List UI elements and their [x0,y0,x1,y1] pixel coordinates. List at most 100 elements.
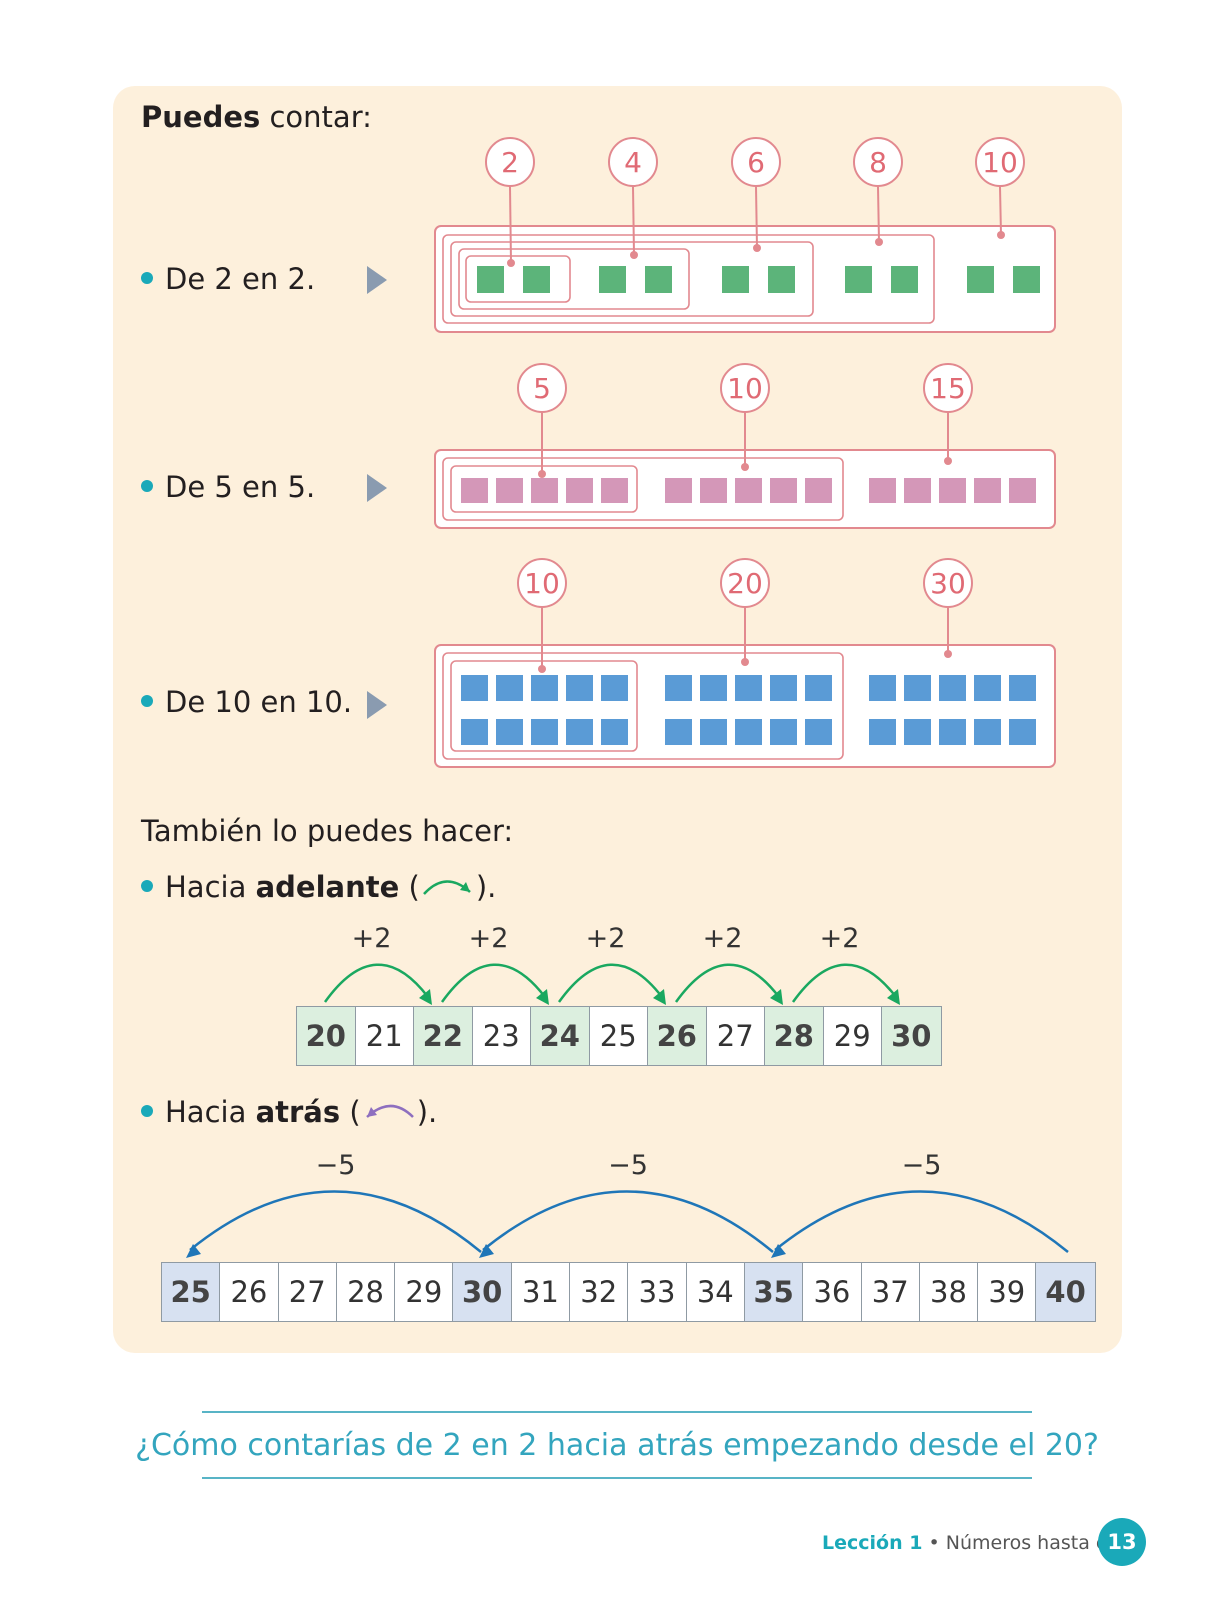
number-cell: 28 [336,1263,396,1321]
bullet-icon [141,272,153,284]
number-cell: 34 [686,1263,745,1321]
bullet-icon [141,880,153,892]
number-cell: 22 [414,1007,473,1065]
blue-block [974,675,1001,701]
marker-10-20-label: 20 [727,567,763,600]
forward-jump-arrowhead [653,989,666,1005]
number-cell: 32 [570,1263,629,1321]
skip-10-label: De 10 en 10. [141,685,352,719]
backward-jump-arc [774,1190,1069,1253]
number-cell: 37 [861,1263,920,1321]
backward-jump-arc [482,1190,774,1253]
forward-heading: Hacia adelante (). [141,870,496,904]
number-cell: 40 [1036,1263,1095,1321]
forward-jump-arrowhead [887,989,900,1005]
blue-block [566,675,593,701]
blue-block [461,675,488,701]
marker-10-20-dot [741,658,749,666]
number-cell: 27 [706,1007,765,1065]
blue-block [461,719,488,745]
pink-block [700,478,727,503]
blue-block [700,675,727,701]
number-cell: 29 [823,1007,882,1065]
pink-block [805,478,832,503]
marker-2-2-line [509,186,512,264]
pink-block [974,478,1001,503]
backward-jump-arrowhead [479,1244,494,1258]
skip-5-frame-10 [442,457,844,521]
blue-block [869,719,896,745]
backward-heading: Hacia atrás (). [141,1095,437,1129]
marker-10-10-dot [538,665,546,673]
marker-2-2-dot [507,259,515,267]
green-block [599,266,626,293]
green-block [1013,266,1040,293]
green-block [645,266,672,293]
pink-block [939,478,966,503]
number-cell: 30 [453,1263,512,1321]
backward-jumps: −5−5−5 [186,1150,1069,1258]
forward-jump-label: +2 [586,923,626,954]
blue-block [805,719,832,745]
marker-2-8-dot [875,238,883,246]
backward-jump-arc [189,1190,482,1253]
blue-block [939,675,966,701]
green-block [477,266,504,293]
backward-jump-label: −5 [316,1150,356,1181]
backward-jump-arrowhead [771,1244,786,1258]
marker-10-10-label: 10 [524,567,560,600]
number-cell: 25 [162,1263,221,1321]
number-cell: 33 [628,1263,687,1321]
skip-2-frame-2 [465,255,571,303]
pink-block [770,478,797,503]
forward-jump-label: +2 [703,923,743,954]
green-block [891,266,918,293]
marker-5-10-label: 10 [727,372,763,405]
blue-block [735,719,762,745]
marker-2-8-label: 8 [869,146,887,179]
forward-jump-arc [791,963,897,1003]
backward-arrow-icon [365,1104,414,1118]
page-number: 13 [1098,1518,1146,1566]
pink-block [869,478,896,503]
blue-block [496,719,523,745]
marker-2-10-circle [975,137,1025,187]
skip-10-frame-10 [450,660,638,752]
blue-block [939,719,966,745]
number-cell: 26 [220,1263,279,1321]
marker-2-6-dot [753,244,761,252]
number-cell: 21 [355,1007,414,1065]
number-cell: 39 [978,1263,1037,1321]
marker-10-30-dot [944,650,952,658]
skip-5-label: De 5 en 5. [141,470,315,504]
question-text: ¿Cómo contarías de 2 en 2 hacia atrás em… [135,1411,1099,1479]
forward-jump-arrowhead [770,989,783,1005]
marker-2-10-line [999,186,1002,236]
number-cell: 28 [765,1007,824,1065]
skip-2-frame-6 [450,241,814,317]
marker-2-2-circle [485,137,535,187]
marker-5-5-dot [538,470,546,478]
bullet-icon [141,1105,153,1117]
marker-10-30-circle [923,558,973,608]
marker-5-10-circle [720,363,770,413]
footer-lesson: Lección 1 • Números hasta el 50 [822,1532,1144,1554]
forward-jump-arc [323,963,429,1003]
forward-jump-arc [674,963,780,1003]
marker-2-8-circle [853,137,903,187]
arrow-right-icon [367,474,387,502]
blue-block [566,719,593,745]
backward-jump-label: −5 [902,1150,942,1181]
number-cell: 36 [803,1263,862,1321]
marker-2-4-circle [608,137,658,187]
blue-block [735,675,762,701]
arrow-right-icon [367,266,387,294]
skip-2-frame-8 [442,234,935,324]
also-text: También lo puedes hacer: [141,814,514,848]
blue-block [770,719,797,745]
blue-block [665,719,692,745]
forward-jump-label: +2 [352,923,392,954]
marker-2-2-label: 2 [501,146,519,179]
pink-block [566,478,593,503]
